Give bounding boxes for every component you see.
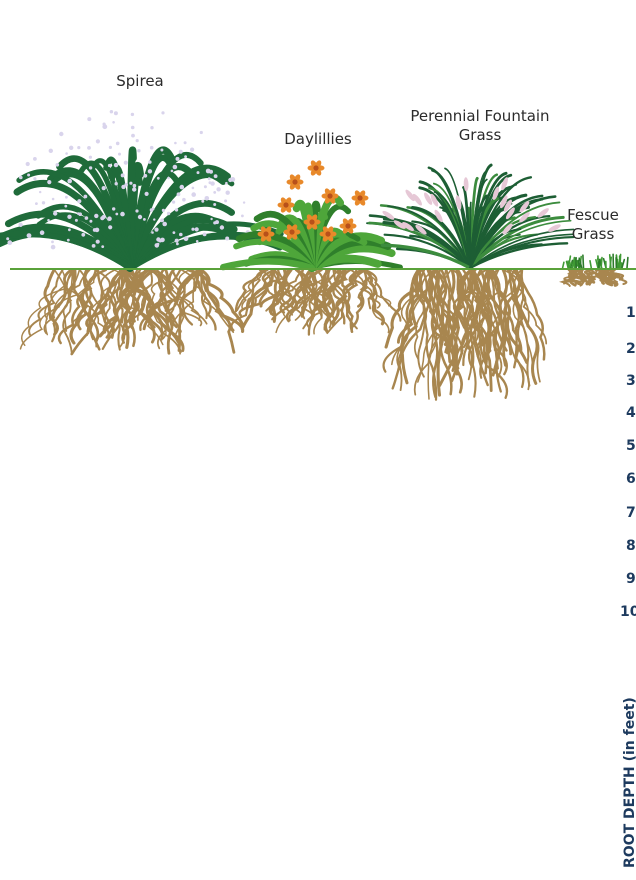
depth-tick-5: 5 — [626, 438, 636, 454]
depth-tick-7: 7 — [626, 505, 636, 521]
plant-daylillies — [223, 159, 400, 268]
roots-spirea — [21, 270, 244, 354]
plant-perennial-fountain-grass — [367, 165, 574, 268]
roots-fescue — [563, 270, 627, 286]
plant-fescue-grass — [563, 254, 628, 268]
plant-label-perennial-fountain-grass: Perennial Fountain Grass — [410, 107, 550, 145]
plant-label-daylillies: Daylillies — [268, 130, 368, 149]
depth-tick-6: 6 — [626, 471, 636, 487]
depth-tick-9: 9 — [626, 571, 636, 587]
depth-tick-3: 3 — [626, 373, 636, 389]
depth-tick-8: 8 — [626, 538, 636, 554]
depth-tick-1: 1 — [626, 305, 636, 321]
depth-tick-2: 2 — [626, 341, 636, 357]
roots-fountain-grass — [384, 270, 547, 400]
roots-daylillies — [231, 270, 400, 335]
axis-title: ROOT DEPTH (in feet) — [622, 697, 636, 868]
plant-label-spirea: Spirea — [95, 72, 185, 91]
plant-label-fescue-grass: Fescue Grass — [560, 206, 626, 244]
depth-tick-4: 4 — [626, 405, 636, 421]
depth-tick-10: 10 — [620, 604, 636, 620]
